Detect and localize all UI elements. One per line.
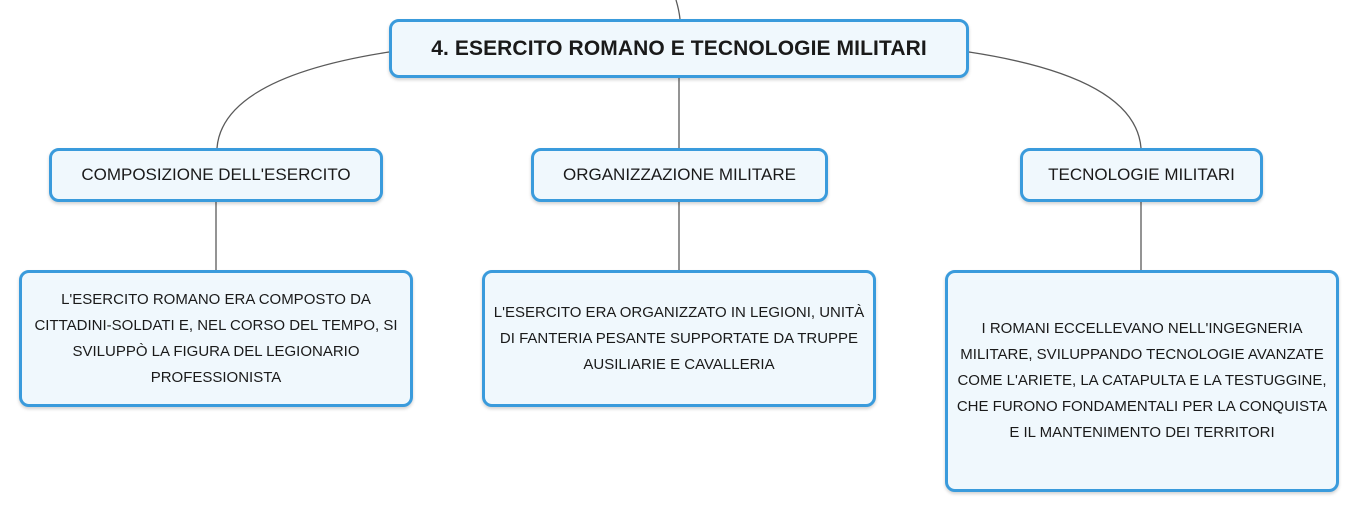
subtopic-organizzazione-detail[interactable]: L'ESERCITO ERA ORGANIZZATO IN LEGIONI, U… [482,270,876,407]
subtopic-composizione-detail[interactable]: L'ESERCITO ROMANO ERA COMPOSTO DA CITTAD… [19,270,413,407]
subtopic-tecnologie-text: I ROMANI ECCELLEVANO NELL'INGEGNERIA MIL… [956,320,1328,441]
subtopic-organizzazione-text: L'ESERCITO ERA ORGANIZZATO IN LEGIONI, U… [493,303,865,373]
topic-tecnologie-label: TECNOLOGIE MILITARI [1048,165,1235,184]
subtopic-composizione-text: L'ESERCITO ROMANO ERA COMPOSTO DA CITTAD… [34,290,398,386]
topic-composizione-esercito[interactable]: COMPOSIZIONE DELL'ESERCITO [49,148,383,202]
connector-parent-to-root [675,0,681,20]
connector-root-to-composizione [216,51,390,149]
topic-organizzazione-militare[interactable]: ORGANIZZAZIONE MILITARE [531,148,828,202]
topic-organizzazione-label: ORGANIZZAZIONE MILITARE [563,165,796,184]
root-topic-label: 4. ESERCITO ROMANO E TECNOLOGIE MILITARI [431,36,927,60]
subtopic-tecnologie-detail[interactable]: I ROMANI ECCELLEVANO NELL'INGEGNERIA MIL… [945,270,1339,492]
root-topic-node[interactable]: 4. ESERCITO ROMANO E TECNOLOGIE MILITARI [389,19,969,78]
topic-composizione-label: COMPOSIZIONE DELL'ESERCITO [81,165,351,184]
topic-tecnologie-militari[interactable]: TECNOLOGIE MILITARI [1020,148,1263,202]
connector-root-to-tecnologie [968,51,1142,149]
